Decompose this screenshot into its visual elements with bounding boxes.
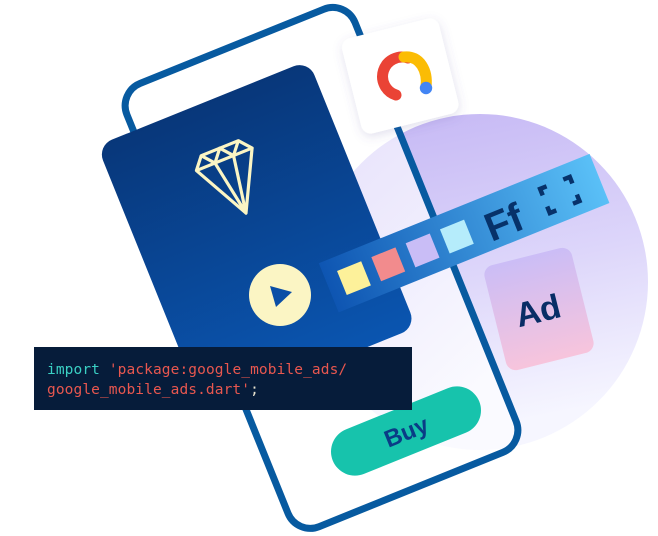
code-string-line2: google_mobile_ads.dart'	[47, 382, 251, 398]
code-terminator: ;	[250, 382, 259, 398]
diamond-icon	[194, 139, 254, 215]
toolbar: Ff	[318, 153, 610, 313]
code-snippet: import 'package:google_mobile_ads/ googl…	[34, 347, 412, 410]
code-string-line1: 'package:google_mobile_ads/	[108, 362, 348, 378]
fullscreen-corners-icon[interactable]	[537, 173, 583, 216]
swatch-red[interactable]	[371, 247, 406, 282]
play-button[interactable]	[249, 264, 311, 326]
buy-button[interactable]: Buy	[324, 379, 488, 483]
ad-card: Ad	[484, 247, 594, 371]
code-keyword: import	[47, 362, 100, 378]
swatch-yellow[interactable]	[337, 261, 371, 296]
swatch-cyan[interactable]	[439, 219, 474, 254]
admob-card	[341, 18, 459, 134]
media-card	[101, 65, 412, 408]
swatch-purple[interactable]	[405, 233, 440, 268]
admob-logo-icon	[377, 51, 433, 101]
play-icon	[270, 286, 292, 307]
